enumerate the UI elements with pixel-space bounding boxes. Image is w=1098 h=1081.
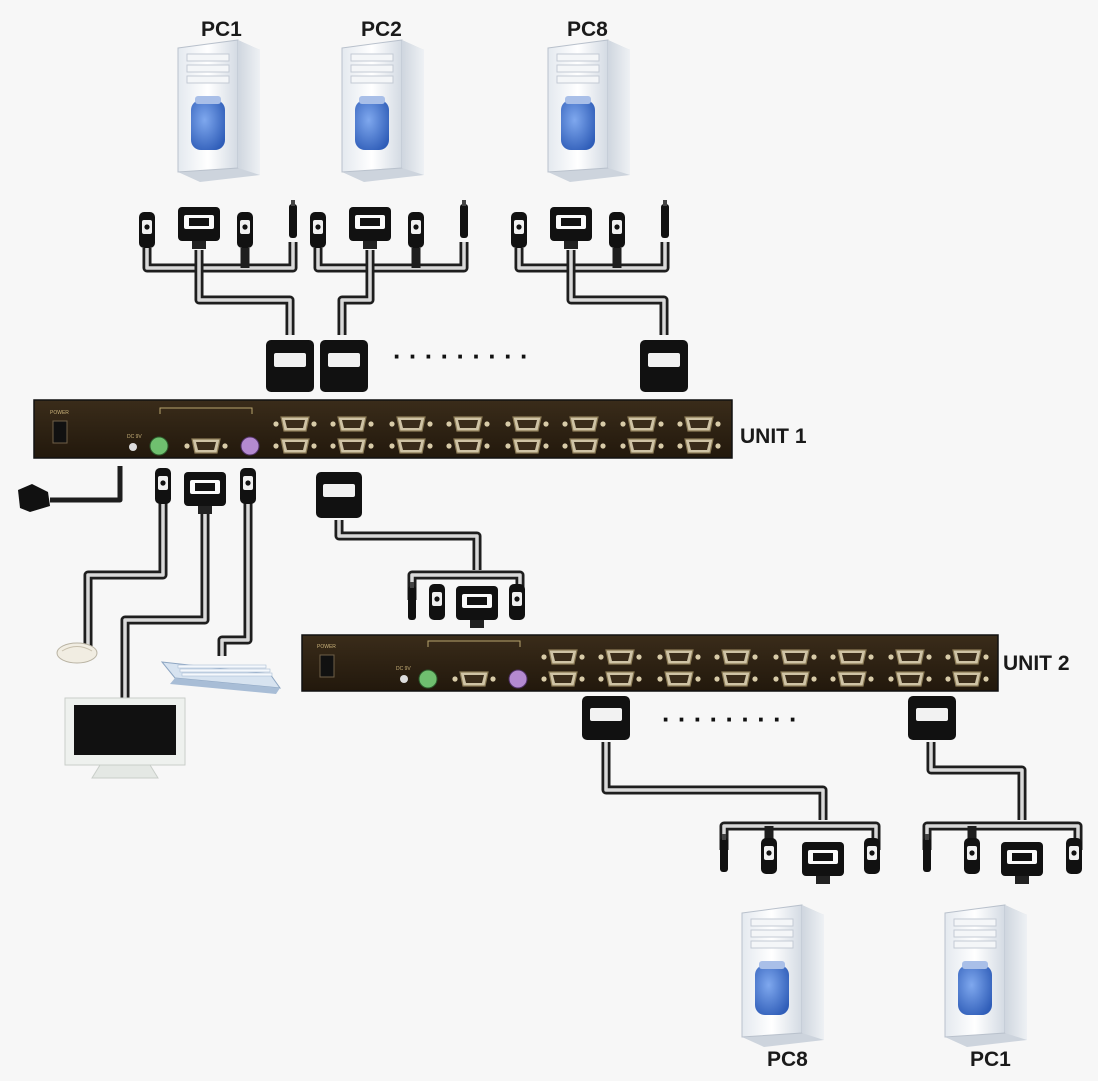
vga-connector-icon	[802, 842, 844, 884]
audio-plug-icon	[289, 200, 297, 238]
audio-plug-icon	[408, 582, 416, 620]
bottom-pc-group-8: PC8	[741, 904, 825, 1071]
ps2-connector-icon	[139, 212, 155, 248]
ps2-connector-icon	[237, 212, 253, 248]
svg-text:DC 9V: DC 9V	[127, 434, 142, 440]
ps2-connector-icon	[408, 212, 424, 248]
bottom-cable-set-8	[719, 821, 881, 884]
ps2-connector-icon	[964, 838, 980, 874]
pc-tower-icon	[741, 904, 825, 1048]
ps2-connector-icon	[511, 212, 527, 248]
vga-connector-icon	[456, 586, 498, 628]
pc-label: PC2	[361, 18, 402, 41]
top-pc-group-2: PC2	[341, 18, 425, 183]
ps2-connector-icon	[310, 212, 326, 248]
ellipsis-top: · · · · · · · · ·	[393, 341, 529, 371]
svg-text:POWER: POWER	[317, 644, 336, 650]
vga-connector-icon	[184, 472, 226, 514]
svg-text:DC 9V: DC 9V	[396, 666, 411, 672]
ps2-connector-icon	[429, 584, 445, 620]
ps2-connector-icon	[609, 212, 625, 248]
ellipsis-bottom: · · · · · · · · ·	[662, 704, 798, 734]
kvm-switch-unit-2: POWER DC 9V	[301, 634, 999, 692]
ps2-connector-icon	[1066, 838, 1082, 874]
pc-label: PC1	[201, 18, 242, 41]
keyboard-icon	[160, 661, 282, 694]
pc-label: PC1	[970, 1048, 1011, 1071]
audio-plug-icon	[661, 200, 669, 238]
top-cable-set-8	[511, 200, 670, 335]
unit2-output-connectors	[582, 696, 1027, 820]
pc-tower-icon	[944, 904, 1028, 1048]
ps2-connector-icon	[864, 838, 880, 874]
pc-tower-icon	[547, 39, 631, 183]
ps2-connector-icon	[155, 468, 171, 504]
console-cables	[83, 468, 256, 700]
power-adapter-icon	[18, 466, 123, 512]
vga-connector-icon	[349, 207, 391, 249]
mouse-icon	[56, 642, 98, 664]
vga-connector-icon	[178, 207, 220, 249]
ps2-connector-icon	[761, 838, 777, 874]
ps2-connector-icon	[509, 584, 525, 620]
cascade-cable	[316, 472, 525, 628]
svg-text:POWER: POWER	[50, 410, 69, 416]
audio-plug-icon	[720, 834, 728, 872]
top-cable-set-2	[310, 200, 469, 335]
pc-label: PC8	[567, 18, 608, 41]
ps2-connector-icon	[240, 468, 256, 504]
pc-tower-icon	[341, 39, 425, 183]
vga-connector-icon	[550, 207, 592, 249]
monitor-icon	[64, 697, 186, 779]
pc-label: PC8	[767, 1048, 808, 1071]
pc-tower-icon	[177, 39, 261, 183]
unit-label: UNIT 2	[1003, 652, 1070, 675]
bottom-pc-group-1: PC1	[944, 904, 1028, 1071]
kvm-switch-unit-1: POWER DC 9V	[33, 399, 733, 459]
top-cable-set-1	[139, 200, 298, 335]
top-pc-group-1: PC1	[177, 18, 261, 183]
vga-connector-icon	[1001, 842, 1043, 884]
audio-plug-icon	[923, 834, 931, 872]
top-pc-group-8: PC8	[547, 18, 631, 183]
bottom-cable-set-1	[922, 821, 1083, 884]
unit1-input-connectors	[266, 340, 688, 392]
unit-label: UNIT 1	[740, 425, 807, 448]
audio-plug-icon	[460, 200, 468, 238]
